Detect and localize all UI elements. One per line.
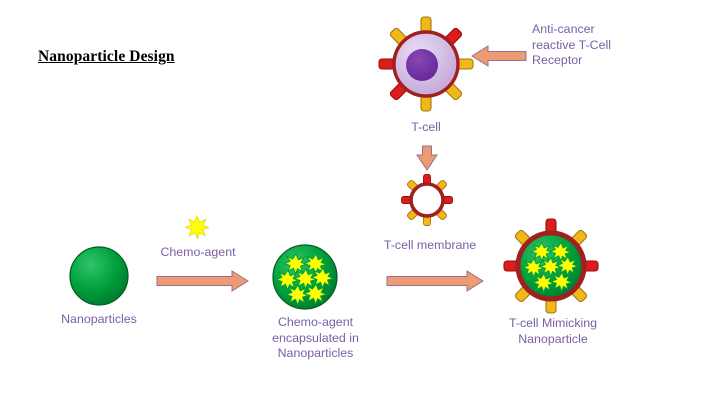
right-arrow-icon-2: [386, 270, 484, 292]
mimicking-nanoparticle-illustration: [503, 218, 599, 314]
tcell-label: T-cell: [411, 120, 441, 134]
tcell-svg: [378, 16, 474, 112]
page-title: Nanoparticle Design: [38, 48, 175, 65]
encapsulated-svg: [272, 244, 338, 310]
nanoparticles-label: Nanoparticles: [61, 312, 137, 326]
membrane-ring: [409, 182, 445, 218]
mimicking-svg: [503, 218, 599, 314]
nanoparticle-illustration: [68, 245, 130, 307]
membrane-svg: [401, 174, 453, 226]
chemo-agent-label: Chemo-agent: [160, 245, 236, 259]
tcell-to-membrane-arrow: [415, 144, 439, 177]
mimicking-label: T-cell Mimicking Nanoparticle: [508, 316, 598, 346]
tcell-illustration: [378, 16, 474, 112]
encapsulated-label: Chemo-agent encapsulated in Nanoparticle…: [272, 315, 359, 360]
receptor-callout-label: Anti-cancer reactive T-Cell Receptor: [532, 22, 611, 67]
encapsulated-to-mimicking-arrow: [385, 268, 485, 299]
star-burst-icon: [184, 215, 210, 240]
encapsulated-nanoparticle-illustration: [271, 243, 339, 311]
nanoparticle-to-encapsulated-arrow: [155, 268, 250, 299]
chemo-agent-star: [184, 215, 210, 244]
receptor-callout-arrow: [470, 43, 528, 74]
nanoparticle-svg: [69, 246, 129, 306]
nanoparticle-body: [69, 246, 129, 306]
membrane-label: T-cell membrane: [383, 238, 477, 252]
down-arrow-icon: [416, 145, 438, 171]
tcell-membrane-illustration: [401, 174, 453, 226]
right-arrow-icon: [156, 270, 249, 292]
left-arrow-icon: [471, 45, 527, 67]
tcell-nucleus: [406, 49, 438, 81]
